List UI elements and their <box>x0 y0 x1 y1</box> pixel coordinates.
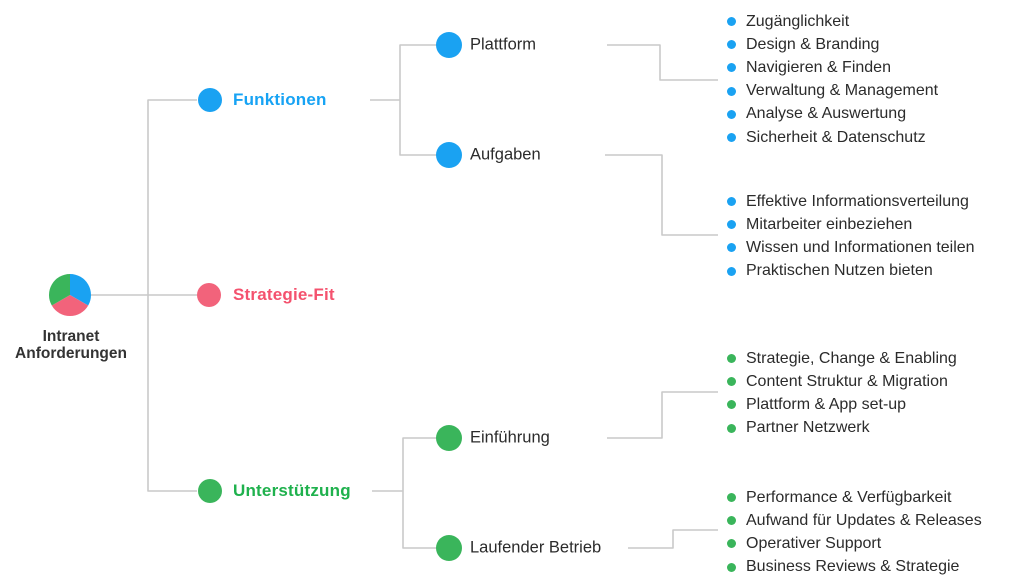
list-item: Effektive Informationsverteilung <box>727 190 975 213</box>
leaf-text: Effektive Informationsverteilung <box>746 192 969 210</box>
leaf-list-aufgaben: Effektive Informationsverteilung Mitarbe… <box>727 190 975 283</box>
subnode-label-plattform: Plattform <box>470 35 537 54</box>
root-pie-chart <box>48 274 92 317</box>
list-item: Verwaltung & Management <box>727 80 938 103</box>
einfuehrung-node-dot <box>436 425 462 451</box>
list-item: Design & Branding <box>727 33 938 56</box>
pie-slice-green <box>48 274 70 306</box>
leaf-list-plattform: Zugänglichkeit Design & Branding Navigie… <box>727 10 938 149</box>
leaf-list-einfuehrung: Strategie, Change & Enabling Content Str… <box>727 347 957 440</box>
root-label-line2: Anforderungen <box>15 344 127 362</box>
leaf-text: Partner Netzwerk <box>746 419 870 437</box>
root-label-line1: Intranet <box>42 328 100 345</box>
leaf-list-betrieb: Performance & Verfügbarkeit Aufwand für … <box>727 486 982 579</box>
bullet-icon <box>727 133 736 143</box>
list-item: Navigieren & Finden <box>727 56 938 79</box>
connector-funktionen-children <box>399 44 437 156</box>
list-item: Wissen und Informationen teilen <box>727 236 975 259</box>
bullet-icon <box>727 354 736 364</box>
branch-label-funktionen: Funktionen <box>233 90 327 109</box>
connector-aufgaben-list <box>605 154 718 236</box>
list-item: Analyse & Auswertung <box>727 103 938 126</box>
leaf-text: Navigieren & Finden <box>746 58 891 76</box>
root-label: Intranet Anforderungen <box>0 328 142 362</box>
list-item: Praktischen Nutzen bieten <box>727 260 975 283</box>
bullet-icon <box>727 17 736 27</box>
subnode-label-einfuehrung: Einführung <box>470 428 550 447</box>
pie-slice-blue <box>70 274 92 306</box>
bullet-icon <box>727 516 736 526</box>
list-item: Business Reviews & Strategie <box>727 556 982 579</box>
list-item: Sicherheit & Datenschutz <box>727 126 938 149</box>
leaf-text: Plattform & App set-up <box>746 395 907 413</box>
leaf-text: Business Reviews & Strategie <box>746 558 960 576</box>
bullet-icon <box>727 63 736 73</box>
list-item: Operativer Support <box>727 532 982 555</box>
bullet-icon <box>727 197 736 207</box>
connector-unterstuetzung-children <box>402 437 437 549</box>
list-item: Content Struktur & Migration <box>727 370 957 393</box>
bullet-icon <box>727 40 736 50</box>
funktionen-node-dot <box>198 88 222 112</box>
leaf-text: Content Struktur & Migration <box>746 372 948 390</box>
leaf-text: Operativer Support <box>746 534 882 552</box>
list-item: Plattform & App set-up <box>727 393 957 416</box>
betrieb-node-dot <box>436 535 462 561</box>
unterstuetzung-node-dot <box>198 479 222 503</box>
list-item: Strategie, Change & Enabling <box>727 347 957 370</box>
bullet-icon <box>727 377 736 387</box>
leaf-text: Praktischen Nutzen bieten <box>746 262 933 280</box>
leaf-text: Design & Branding <box>746 35 880 53</box>
branch-label-unterstuetzung: Unterstützung <box>233 481 351 500</box>
leaf-text: Strategie, Change & Enabling <box>746 349 957 367</box>
connector-betrieb-list <box>628 529 718 549</box>
connector-plattform-list <box>607 44 718 81</box>
strategiefit-node-dot <box>197 283 221 307</box>
list-item: Mitarbeiter einbeziehen <box>727 213 975 236</box>
leaf-text: Mitarbeiter einbeziehen <box>746 215 913 233</box>
bullet-icon <box>727 220 736 230</box>
list-item: Partner Netzwerk <box>727 417 957 440</box>
bullet-icon <box>727 266 736 276</box>
subnode-label-betrieb: Laufender Betrieb <box>470 538 602 557</box>
leaf-text: Wissen und Informationen teilen <box>746 238 975 256</box>
leaf-text: Aufwand für Updates & Releases <box>746 511 982 529</box>
bullet-icon <box>727 400 736 410</box>
aufgaben-node-dot <box>436 142 462 168</box>
plattform-node-dot <box>436 32 462 58</box>
bullet-icon <box>727 423 736 433</box>
leaf-text: Sicherheit & Datenschutz <box>746 128 926 146</box>
leaf-text: Performance & Verfügbarkeit <box>746 488 952 506</box>
list-item: Zugänglichkeit <box>727 10 938 33</box>
connector-trunk <box>147 99 197 492</box>
bullet-icon <box>727 109 736 119</box>
bullet-icon <box>727 539 736 549</box>
leaf-text: Zugänglichkeit <box>746 12 850 30</box>
bullet-icon <box>727 562 736 572</box>
connector-einfuehrung-list <box>607 391 718 439</box>
branch-label-strategiefit: Strategie-Fit <box>233 285 335 304</box>
leaf-text: Verwaltung & Management <box>746 82 939 100</box>
bullet-icon <box>727 493 736 503</box>
bullet-icon <box>727 243 736 253</box>
list-item: Aufwand für Updates & Releases <box>727 509 982 532</box>
leaf-text: Analyse & Auswertung <box>746 105 907 123</box>
pie-slice-pink <box>51 295 89 317</box>
list-item: Performance & Verfügbarkeit <box>727 486 982 509</box>
bullet-icon <box>727 86 736 96</box>
subnode-label-aufgaben: Aufgaben <box>470 145 541 164</box>
